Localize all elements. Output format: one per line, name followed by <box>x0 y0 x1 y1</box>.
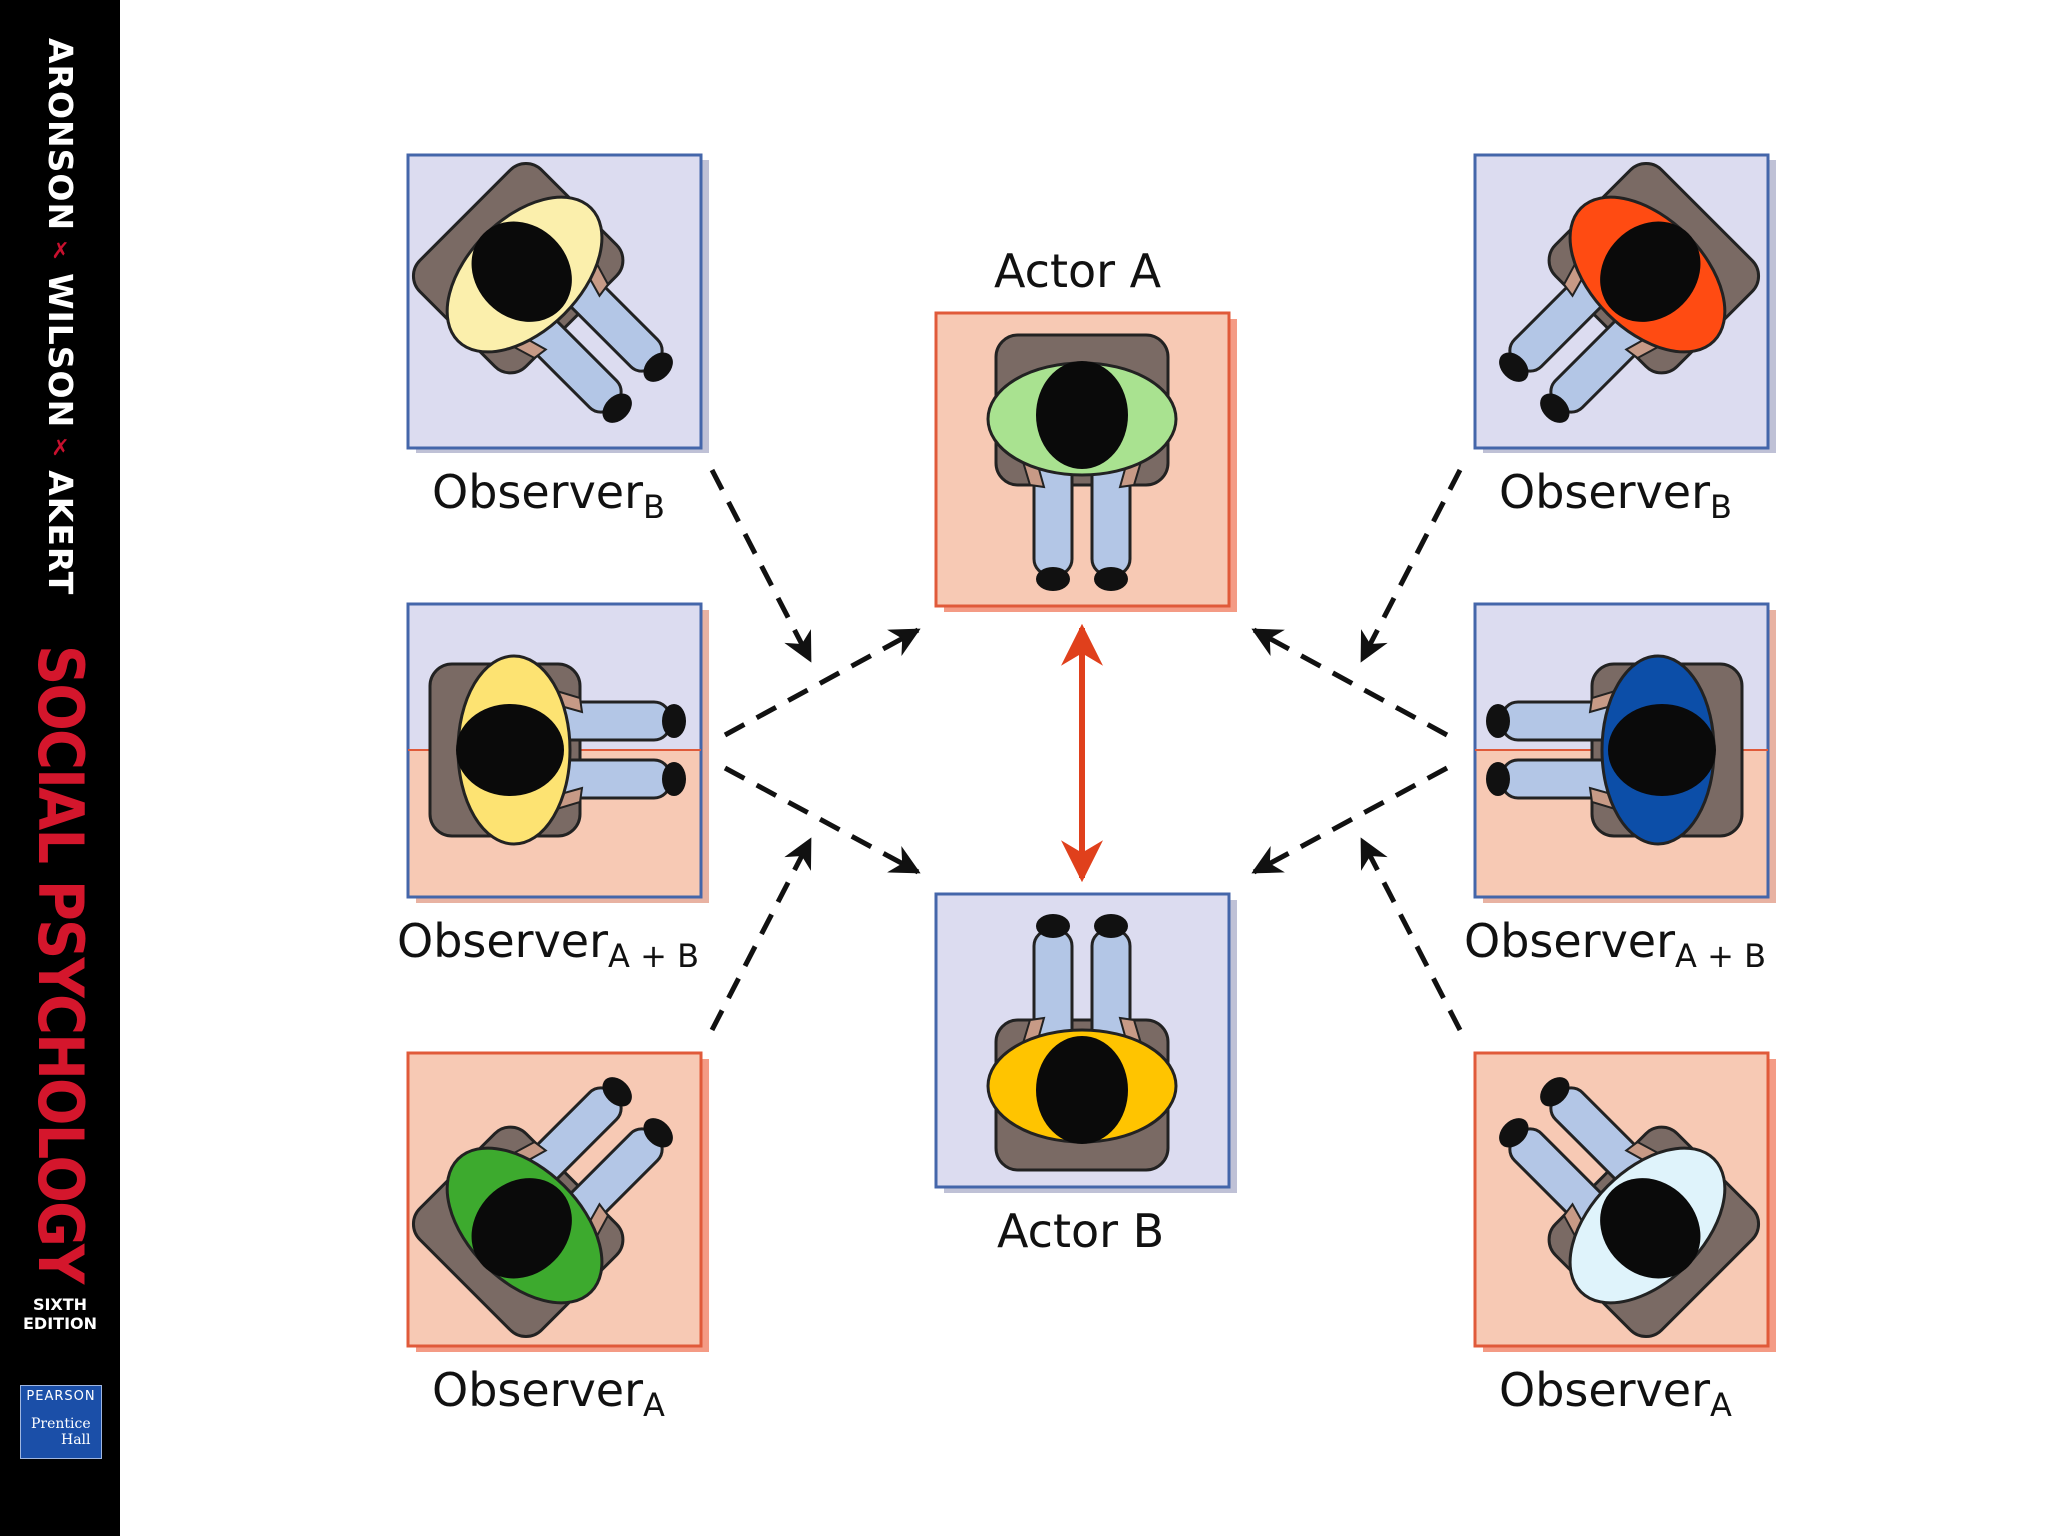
book-spine: ARONSON ✗ WILSON ✗ AKERT SOCIAL PSYCHOLOGY S… <box>0 0 120 1536</box>
edition-line-2: EDITION <box>22 1314 98 1333</box>
seated-person-observer-a-left <box>411 1077 673 1339</box>
edition-line-1: SIXTH <box>32 1295 88 1314</box>
seated-person-observer-b-left <box>411 161 673 423</box>
label-observer-b-right: ObserverB <box>1499 465 1732 526</box>
label-observer-ab-right: ObserverA + B <box>1464 914 1767 975</box>
seated-person-observer-ab-left <box>428 654 686 846</box>
spine-separator-icon: ✗ <box>48 436 73 463</box>
imprint-line-2: Hall <box>61 1432 91 1448</box>
book-title: SOCIAL PSYCHOLOGY <box>24 645 97 1283</box>
arrow-observer-ab-left-to-actor-a <box>723 627 921 738</box>
arrow-observer-b-right-to-center <box>1359 468 1463 663</box>
arrow-observer-a-right-to-center <box>1359 837 1463 1032</box>
publisher-name: PEARSON <box>26 1389 96 1404</box>
seated-person-observer-b-right <box>1499 161 1761 423</box>
publisher-logo: PEARSON Prentice Hall <box>20 1385 102 1459</box>
label-actor-b: Actor B <box>997 1204 1165 1258</box>
seated-person-actor-b <box>986 914 1178 1172</box>
author-aronson: ARONSON <box>41 38 80 232</box>
edition-label: SIXTH EDITION <box>0 1295 120 1333</box>
author-wilson: WILSON <box>41 273 80 429</box>
imprint-line-1: Prentice <box>31 1416 91 1432</box>
seated-person-actor-a <box>986 333 1178 591</box>
label-actor-a: Actor A <box>994 244 1162 298</box>
arrow-observer-a-left-to-center <box>709 837 813 1032</box>
spine-authors: ARONSON ✗ WILSON ✗ AKERT <box>36 38 84 595</box>
arrow-observer-ab-right-to-actor-a <box>1251 627 1449 738</box>
label-observer-b-left: ObserverB <box>432 465 665 526</box>
spine-separator-icon: ✗ <box>48 239 73 266</box>
arrow-observer-ab-left-to-actor-b <box>723 765 921 875</box>
seated-person-observer-ab-right <box>1486 654 1744 846</box>
publisher-imprint: Prentice Hall <box>31 1416 91 1448</box>
arrow-observer-ab-right-to-actor-b <box>1251 765 1449 875</box>
author-akert: AKERT <box>41 470 80 596</box>
label-observer-ab-left: ObserverA + B <box>397 914 700 975</box>
label-observer-a-right: ObserverA <box>1499 1363 1732 1424</box>
label-observer-a-left: ObserverA <box>432 1363 665 1424</box>
seated-person-observer-a-right <box>1499 1077 1761 1339</box>
arrow-observer-b-left-to-center <box>709 468 813 663</box>
